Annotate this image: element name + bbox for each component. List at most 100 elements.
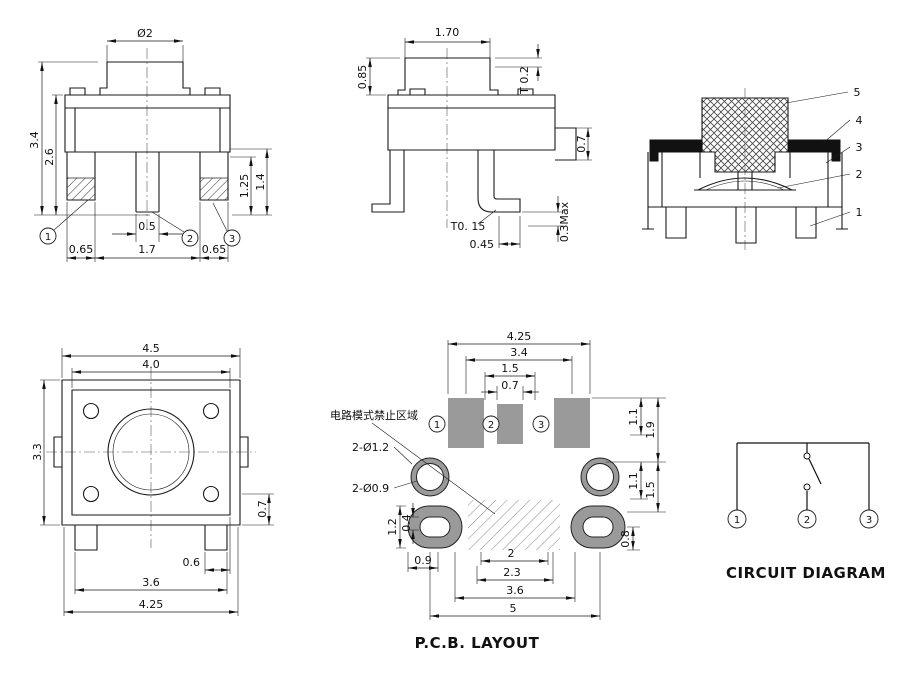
dim-pcb-l1: 1.2 xyxy=(386,518,399,536)
dim-pcb-r1: 1.1 xyxy=(627,408,640,426)
pcb-holes-small-label: 2-Ø0.9 xyxy=(352,482,389,495)
pcb-pad-3-callout: 3 xyxy=(532,415,550,433)
pin-3-callout: 3 xyxy=(212,202,241,247)
circuit-terminal-3: 3 xyxy=(859,509,879,529)
dim-front-pin-width: 0.5 xyxy=(138,220,156,233)
dim-pcb-r5: 0.8 xyxy=(619,530,632,548)
side-body-outline xyxy=(387,94,556,151)
side-left-leg xyxy=(371,150,405,213)
dim-bottom-outer-width: 4.5 xyxy=(142,342,160,355)
circuit-contact-top xyxy=(803,452,811,460)
section-dome xyxy=(697,177,793,191)
dim-pcb-r2: 1.9 xyxy=(644,421,657,439)
pcb-caption: P.C.B. LAYOUT xyxy=(415,634,540,652)
part-3-label: 3 xyxy=(856,141,863,154)
pcb-layout: 电路模式禁止区域 2-Ø1.2 2-Ø0.9 1 2 3 4.25 3.4 1.… xyxy=(330,330,666,652)
dim-front-pitch-center: 1.7 xyxy=(138,243,156,256)
side-cover-tabs xyxy=(409,88,534,95)
svg-text:3: 3 xyxy=(866,515,872,526)
dim-bottom-leg-width: 0.7 xyxy=(256,500,269,518)
svg-text:2: 2 xyxy=(804,515,810,526)
dim-pcb-b5: 5 xyxy=(510,602,517,615)
bottom-view: 4.5 4.0 3.3 0.7 0.6 3.6 4.25 xyxy=(31,342,274,616)
svg-text:3: 3 xyxy=(538,420,544,431)
bottom-corner-hole xyxy=(82,485,100,503)
dim-front-button-dia: Ø2 xyxy=(137,27,153,40)
dim-pcb-l2: 0.4 xyxy=(400,514,413,532)
dim-front-pitch-right: 0.65 xyxy=(202,243,227,256)
svg-text:2: 2 xyxy=(488,420,494,431)
dim-pcb-top3: 1.5 xyxy=(501,362,519,375)
dim-side-step: 0.7 xyxy=(575,135,588,153)
bottom-centerlines xyxy=(46,368,256,548)
dim-pcb-r3: 1.1 xyxy=(627,472,640,490)
dim-bottom-height: 3.3 xyxy=(31,443,44,461)
bottom-inner-square xyxy=(71,389,231,516)
section-cover-right xyxy=(787,139,841,153)
pin-1-callout: 1 xyxy=(39,199,89,245)
front-button-outline xyxy=(99,61,191,95)
bottom-button-circle xyxy=(107,408,195,496)
front-center-post xyxy=(135,152,160,213)
pcb-pad-3 xyxy=(554,398,590,448)
dim-bottom-leg-span: 3.6 xyxy=(142,576,160,589)
circuit-wires xyxy=(736,442,870,510)
dim-front-total-height: 3.4 xyxy=(28,131,41,149)
section-view: 5 4 3 2 1 xyxy=(642,86,863,250)
side-view: 1.70 0.85 T 0.2 0.7 T0. 15 0.45 0.3Max xyxy=(356,26,592,251)
pcb-keepout-note: 电路模式禁止区域 xyxy=(330,409,418,422)
pcb-pad-1 xyxy=(448,398,484,448)
dim-side-foot-length: 0.45 xyxy=(470,238,495,251)
pin-1-label: 1 xyxy=(45,232,51,243)
dim-pcb-r4: 1.5 xyxy=(644,481,657,499)
bottom-corner-hole xyxy=(202,402,220,420)
front-left-leg-hatch xyxy=(66,177,96,201)
dim-side-cover-thickness: T 0.2 xyxy=(518,66,531,95)
circuit-terminal-1: 1 xyxy=(727,509,747,529)
front-view: Ø2 3.4 2.6 1.25 1.4 0.5 0.65 1.7 0.65 1 … xyxy=(28,27,272,262)
pcb-pad-1-callout: 1 xyxy=(428,415,446,433)
dim-side-standoff: 0.3Max xyxy=(558,201,571,242)
pcb-pad-2 xyxy=(497,404,523,444)
dim-bottom-total: 4.25 xyxy=(139,598,164,611)
front-body-outline xyxy=(64,94,231,153)
dim-pcb-b2: 2 xyxy=(508,547,515,560)
dim-side-lead-thickness: T0. 15 xyxy=(450,220,486,233)
circuit-switch-blade xyxy=(808,458,822,485)
dim-pcb-b4: 3.6 xyxy=(506,584,524,597)
pin-2-label: 2 xyxy=(187,234,193,245)
svg-text:1: 1 xyxy=(734,515,740,526)
bottom-outer-square xyxy=(61,379,241,526)
dim-front-pitch-left: 0.65 xyxy=(69,243,94,256)
side-right-step xyxy=(555,127,577,161)
pcb-keepout-area xyxy=(468,500,560,550)
dim-front-lead-outer: 1.4 xyxy=(254,173,267,191)
pcb-holes-large-label: 2-Ø1.2 xyxy=(352,441,389,454)
dim-front-lead-inner: 1.25 xyxy=(238,174,251,199)
side-button-outline xyxy=(397,57,499,95)
dim-side-top-width: 1.70 xyxy=(435,26,460,39)
part-4-label: 4 xyxy=(856,114,863,127)
circuit-terminal-2: 2 xyxy=(797,509,817,529)
dim-pcb-b3: 2.3 xyxy=(503,566,521,579)
bottom-corner-hole xyxy=(82,402,100,420)
bottom-corner-hole xyxy=(202,485,220,503)
section-legs xyxy=(665,207,817,244)
bottom-side-tabs xyxy=(53,436,249,468)
front-cover-tabs xyxy=(69,87,221,95)
pcb-pad-2-callout: 2 xyxy=(482,415,500,433)
section-body xyxy=(647,152,843,208)
svg-text:1: 1 xyxy=(434,420,440,431)
dim-bottom-inner-width: 4.0 xyxy=(142,358,160,371)
dim-pcb-top4: 0.7 xyxy=(501,379,519,392)
part-1-label: 1 xyxy=(856,206,863,219)
circuit-contact-bottom xyxy=(803,483,811,491)
dim-front-body-height: 2.6 xyxy=(43,148,56,166)
side-gullwing-leg xyxy=(477,150,521,213)
bottom-legs xyxy=(74,525,228,551)
front-right-leg-hatch xyxy=(199,177,229,201)
dim-bottom-leg-offset: 0.6 xyxy=(183,556,201,569)
dim-pcb-top1: 4.25 xyxy=(507,330,532,343)
